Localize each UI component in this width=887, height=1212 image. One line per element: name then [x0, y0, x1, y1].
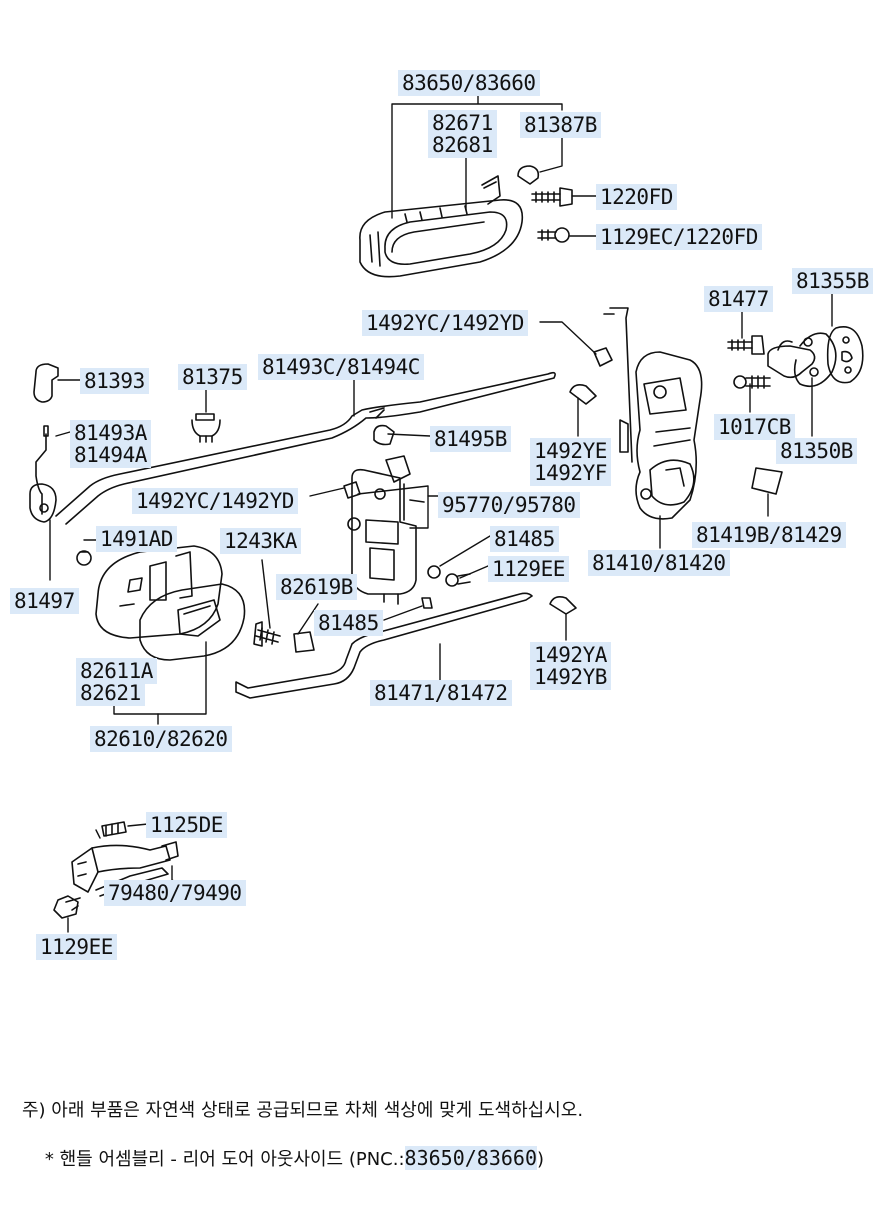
- label-81493a[interactable]: 81493A: [70, 420, 151, 446]
- outside-handle-assembly: [359, 175, 524, 278]
- handle-clip-81387b: [517, 165, 540, 185]
- label-81493c[interactable]: 81493C/81494C: [258, 354, 424, 380]
- pad-81419b: [751, 467, 783, 495]
- inside-handle-82610: [95, 545, 246, 661]
- bolt-1125de: [95, 821, 149, 839]
- label-1125de[interactable]: 1125DE: [146, 812, 227, 838]
- striker-81350b: [767, 332, 837, 388]
- clip-1492ya: [549, 596, 577, 641]
- label-1492yc-mid[interactable]: 1492YC/1492YD: [132, 488, 298, 514]
- screw-1243ka: [253, 559, 281, 647]
- leaders-rods: [49, 375, 441, 681]
- label-1017cb[interactable]: 1017CB: [714, 414, 795, 440]
- label-81497[interactable]: 81497: [10, 588, 79, 614]
- label-1243ka[interactable]: 1243KA: [220, 528, 301, 554]
- note-line-2-prefix: * 핸들 어셈블리 - 리어 도어 아웃사이드 (PNC.:: [33, 1149, 405, 1170]
- note-pnc-link[interactable]: 83650/83660: [404, 1146, 537, 1170]
- label-1129ec[interactable]: 1129EC/1220FD: [596, 224, 762, 250]
- note-line-1: 주) 아래 부품은 자연색 상태로 공급되므로 차체 색상에 맞게 도색하십시오…: [22, 1100, 584, 1121]
- screw-1220fd: [531, 187, 573, 207]
- label-1492yb[interactable]: 1492YB: [530, 664, 611, 690]
- label-81410[interactable]: 81410/81420: [588, 550, 730, 576]
- rod-81493a-81497: [29, 425, 57, 523]
- label-79480[interactable]: 79480/79490: [104, 880, 246, 906]
- washer-81485: [427, 565, 441, 579]
- grommet-81495b: [373, 424, 395, 446]
- label-82611a[interactable]: 82611A: [76, 658, 157, 684]
- cap-81393: [33, 363, 81, 403]
- screw-1017cb: [733, 375, 771, 389]
- bolt-1129ee-bot: [53, 895, 81, 933]
- rod-81493c: [55, 371, 556, 525]
- label-1129ee-bot[interactable]: 1129EE: [36, 934, 117, 960]
- label-81485-a[interactable]: 81485: [490, 526, 559, 552]
- label-81494a[interactable]: 81494A: [70, 442, 151, 468]
- cap-82619b: [293, 603, 319, 653]
- clip-1492yc-top: [593, 347, 613, 367]
- label-81495b[interactable]: 81495B: [430, 426, 511, 452]
- label-81471[interactable]: 81471/81472: [370, 680, 512, 706]
- shim-81355b: [826, 326, 864, 384]
- note-line-2-suffix: ): [537, 1149, 545, 1170]
- actuator-95770: [343, 455, 433, 609]
- note-line-2: * 핸들 어셈블리 - 리어 도어 아웃사이드 (PNC.:83650/8366…: [22, 1124, 544, 1171]
- label-82681[interactable]: 82681: [428, 132, 497, 158]
- door-latch-81410: [603, 307, 703, 520]
- leaders-top: [391, 95, 597, 237]
- label-81387b[interactable]: 81387B: [520, 112, 601, 138]
- label-82671[interactable]: 82671: [428, 110, 497, 136]
- label-1492ye[interactable]: 1492YE: [530, 438, 611, 464]
- clip-1491ad: [76, 539, 97, 566]
- label-1220fd[interactable]: 1220FD: [596, 184, 677, 210]
- label-1492ya[interactable]: 1492YA: [530, 642, 611, 668]
- label-81393[interactable]: 81393: [80, 368, 149, 394]
- grommet-81375: [191, 389, 221, 443]
- leaders-actuator: [309, 485, 491, 621]
- label-82621[interactable]: 82621: [76, 680, 145, 706]
- label-81350b[interactable]: 81350B: [776, 438, 857, 464]
- clip-1492ye: [569, 384, 597, 405]
- screw-81477: [727, 335, 765, 355]
- label-81485-b[interactable]: 81485: [314, 610, 383, 636]
- label-1491ad[interactable]: 1491AD: [96, 526, 177, 552]
- leaders-right: [539, 291, 833, 549]
- label-1492yc-top[interactable]: 1492YC/1492YD: [362, 310, 528, 336]
- label-81355b[interactable]: 81355B: [792, 268, 873, 294]
- label-81375[interactable]: 81375: [178, 364, 247, 390]
- label-1492yf[interactable]: 1492YF: [530, 460, 611, 486]
- label-1129ee-mid[interactable]: 1129EE: [488, 556, 569, 582]
- label-82619b[interactable]: 82619B: [276, 574, 357, 600]
- label-81419b[interactable]: 81419B/81429: [692, 522, 846, 548]
- label-81477[interactable]: 81477: [704, 286, 773, 312]
- label-82610[interactable]: 82610/82620: [90, 726, 232, 752]
- rod-81471: [235, 592, 533, 699]
- label-83650[interactable]: 83650/83660: [398, 70, 540, 96]
- screw-1129ec: [537, 227, 570, 243]
- label-95770[interactable]: 95770/95780: [438, 492, 580, 518]
- leaders-inside-handle: [113, 641, 207, 725]
